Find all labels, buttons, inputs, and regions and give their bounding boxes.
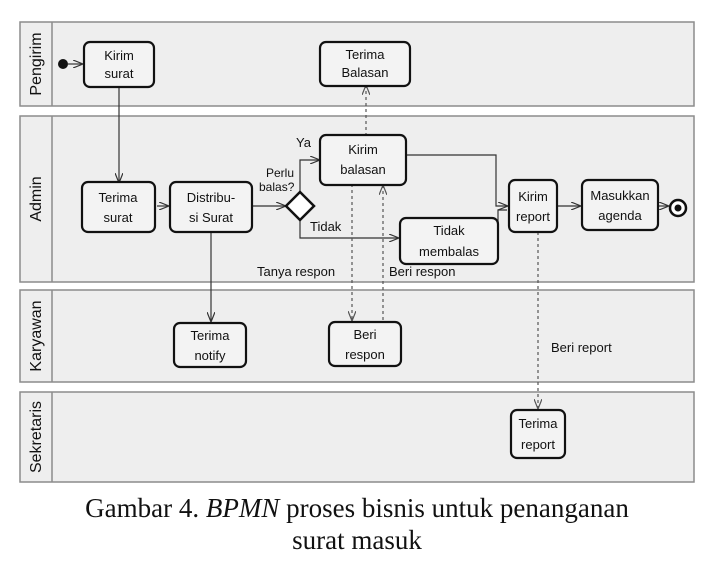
task-kirim-balasan: Kirim balasan xyxy=(318,133,408,187)
svg-text:Terima: Terima xyxy=(98,190,138,205)
message-label-beri-respon: Beri respon xyxy=(389,264,455,279)
caption-emph: BPMN xyxy=(205,493,280,523)
svg-text:Terima: Terima xyxy=(518,416,558,431)
svg-text:membalas: membalas xyxy=(419,244,479,259)
message-label-tanya-respon: Tanya respon xyxy=(257,264,335,279)
task-kirim-report: Kirim report xyxy=(507,178,559,234)
svg-text:balasan: balasan xyxy=(340,162,386,177)
bpmn-diagram: Pengirim Admin Karyawan Sekretaris xyxy=(19,21,695,483)
lane-label-admin: Admin xyxy=(28,176,45,221)
caption-rest: proses bisnis untuk penanganan xyxy=(279,493,629,523)
svg-text:Tidak: Tidak xyxy=(433,223,465,238)
svg-text:Distribu-: Distribu- xyxy=(187,190,235,205)
gateway-yes-label: Ya xyxy=(296,135,312,150)
lane-label-sekretaris: Sekretaris xyxy=(28,401,45,473)
figure-caption-line2: surat masuk xyxy=(0,524,714,556)
svg-text:Kirim: Kirim xyxy=(104,48,134,63)
svg-text:agenda: agenda xyxy=(598,208,642,223)
task-distribusi-surat: Distribu- si Surat xyxy=(168,180,254,234)
svg-text:report: report xyxy=(516,209,550,224)
task-beri-respon: Beri respon xyxy=(327,320,403,368)
svg-text:Beri: Beri xyxy=(353,327,376,342)
task-terima-notify: Terima notify xyxy=(172,321,248,369)
task-tidak-membalas: Tidak membalas xyxy=(398,216,500,266)
task-terima-report: Terima report xyxy=(509,408,567,460)
end-event xyxy=(668,198,688,218)
gateway-perlu-balas xyxy=(284,190,316,222)
lane-label-karyawan: Karyawan xyxy=(28,300,45,371)
lane-label-pengirim: Pengirim xyxy=(28,32,45,95)
svg-text:Kirim: Kirim xyxy=(348,142,378,157)
message-flows xyxy=(352,86,538,408)
svg-text:surat: surat xyxy=(105,66,134,81)
caption-line2: surat masuk xyxy=(292,525,422,555)
svg-text:si Surat: si Surat xyxy=(189,210,233,225)
figure-caption: Gambar 4. BPMN proses bisnis untuk penan… xyxy=(0,492,714,524)
message-label-beri-report: Beri report xyxy=(551,340,612,355)
sequence-flows xyxy=(68,64,668,321)
svg-text:Masukkan: Masukkan xyxy=(590,188,649,203)
gateway-question-line2: balas? xyxy=(259,180,295,194)
task-terima-surat: Terima surat xyxy=(80,180,157,234)
svg-text:Kirim: Kirim xyxy=(518,189,548,204)
svg-text:report: report xyxy=(521,437,555,452)
task-terima-balasan: Terima Balasan xyxy=(318,40,412,88)
svg-text:Terima: Terima xyxy=(190,328,230,343)
caption-prefix: Gambar 4. xyxy=(85,493,206,523)
gateway-no-label: Tidak xyxy=(310,219,342,234)
task-masukkan-agenda: Masukkan agenda xyxy=(580,178,660,232)
gateway-question-line1: Perlu xyxy=(266,166,294,180)
svg-text:Balasan: Balasan xyxy=(342,65,389,80)
start-event xyxy=(58,59,68,69)
lane-sekretaris: Sekretaris xyxy=(19,391,695,483)
svg-text:surat: surat xyxy=(104,210,133,225)
svg-text:respon: respon xyxy=(345,347,385,362)
svg-text:Terima: Terima xyxy=(345,47,385,62)
svg-text:notify: notify xyxy=(194,348,226,363)
task-kirim-surat: Kirim surat xyxy=(82,40,156,89)
